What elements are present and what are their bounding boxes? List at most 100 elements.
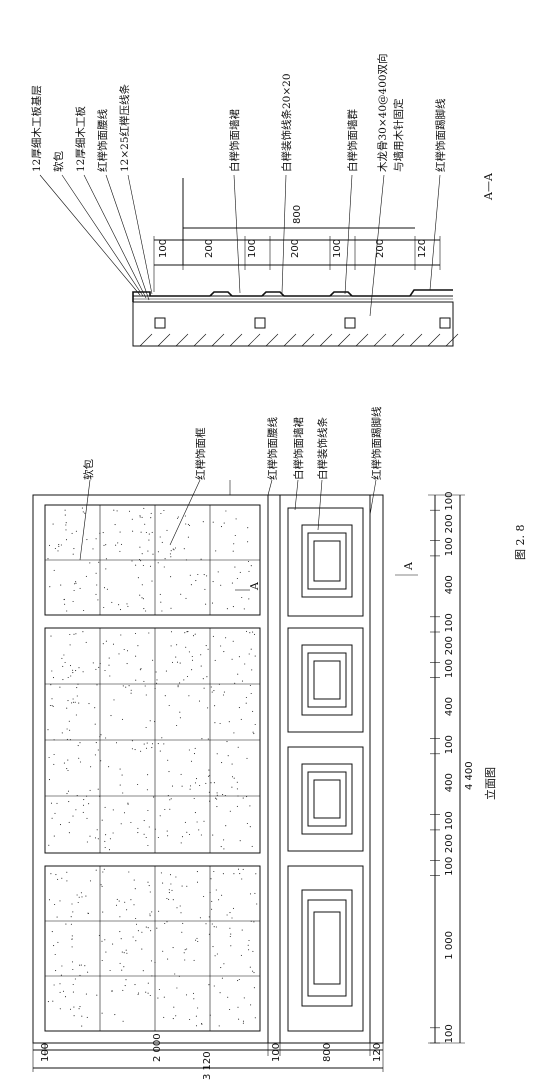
soft-pack-dot [200, 665, 202, 667]
soft-pack-dot [185, 646, 187, 648]
soft-pack-dot [202, 521, 204, 523]
soft-pack-dot [223, 839, 225, 841]
soft-pack-dot [239, 571, 241, 573]
soft-pack-dot [134, 888, 136, 890]
soft-pack-dot [187, 631, 189, 633]
soft-pack-dot [61, 965, 63, 967]
soft-pack-dot [77, 745, 79, 747]
soft-pack-dot [47, 729, 49, 731]
soft-pack-dot [78, 667, 80, 669]
soft-pack-dot [148, 826, 150, 828]
soft-pack-dot [183, 548, 185, 550]
soft-pack-dot [89, 835, 91, 837]
soft-pack-dot [96, 584, 98, 586]
vdim-3: 100 [271, 1043, 282, 1062]
soft-pack-dot [175, 1015, 177, 1017]
soft-pack-dot [92, 548, 94, 550]
hatch-line [391, 333, 405, 347]
soft-pack-dot [135, 655, 137, 657]
soft-pack-dot [87, 971, 89, 973]
soft-pack-dot [50, 635, 52, 637]
soft-pack-dot [172, 899, 174, 901]
soft-pack-dot [133, 879, 135, 881]
soft-pack-dot [76, 894, 78, 896]
soft-pack-dot [153, 796, 155, 798]
soft-pack-dot [96, 829, 98, 831]
hatch-line [139, 333, 153, 347]
soft-pack-dot [76, 687, 78, 689]
soft-pack-dot [104, 806, 106, 808]
soft-pack-dot [250, 1004, 252, 1006]
soft-pack-dot [241, 596, 243, 599]
soft-pack-dot [231, 776, 234, 778]
soft-pack-dot [236, 788, 238, 790]
vdim-5: 120 [372, 1043, 383, 1062]
soft-pack-dot [53, 569, 55, 571]
soft-pack-dot [84, 965, 86, 967]
hatch-line [283, 333, 297, 347]
soft-pack-dot [145, 610, 147, 612]
section-leaders [39, 174, 441, 317]
soft-pack-dot [105, 834, 107, 836]
soft-pack-dot [67, 790, 70, 792]
soft-pack-dot [232, 907, 235, 909]
soft-pack-dot [179, 711, 181, 713]
soft-pack-dot [227, 755, 229, 757]
soft-pack-dot [154, 687, 156, 690]
soft-pack-dot [239, 873, 241, 875]
soft-pack-dot [104, 669, 106, 672]
section-mark-upper: A [248, 581, 261, 591]
soft-pack-dot [215, 550, 217, 552]
soft-pack-panel-1 [44, 504, 261, 616]
soft-pack-dot [253, 987, 255, 989]
soft-pack-dot [226, 608, 228, 610]
soft-pack-dot [170, 576, 172, 578]
soft-pack-dot [143, 507, 145, 509]
soft-pack-dot [53, 763, 55, 765]
soft-pack-dot [167, 958, 169, 960]
soft-pack-dot [193, 998, 195, 1000]
soft-pack-dot [211, 908, 213, 910]
soft-pack-dot [137, 992, 140, 994]
soft-pack-dot [247, 541, 249, 543]
soft-pack-dot [119, 550, 121, 552]
elevation-drawing: A A 软包 红榉饰面框 红榉饰面腰线 白榉饰面墙裙 白榉装饰线条 红榉饰面踢脚… [32, 406, 497, 1080]
soft-pack-dot [140, 750, 142, 752]
soft-pack-dot [79, 587, 81, 589]
soft-pack-dot [100, 884, 102, 886]
soft-pack-dot [103, 544, 105, 546]
soft-pack-dot [134, 749, 136, 751]
soft-pack-dot [248, 949, 250, 951]
soft-pack-dot [190, 584, 192, 586]
soft-pack-dot [214, 955, 216, 957]
soft-pack-dot [94, 707, 96, 709]
sec-label-1: 12厚细木工板基层 [30, 85, 43, 172]
soft-pack-dot [181, 836, 184, 838]
soft-pack-dot [237, 746, 239, 748]
soft-pack-dot [60, 544, 62, 546]
soft-pack-dot [170, 798, 172, 800]
soft-pack-dot [58, 545, 60, 547]
soft-pack-dot [105, 568, 107, 570]
soft-pack-dot [189, 785, 192, 787]
soft-pack-dot [60, 974, 62, 976]
label-frame: 红榉饰面框 [194, 427, 207, 480]
soft-pack-dot [174, 547, 177, 549]
soft-pack-dot [234, 534, 236, 537]
soft-pack-dot [130, 821, 132, 824]
soft-pack-dot [229, 935, 231, 938]
soft-pack-dot [150, 930, 152, 932]
soft-pack-dot [210, 782, 212, 784]
soft-pack-dot [98, 934, 100, 937]
soft-pack-dot [126, 603, 128, 605]
sec-label-9b: 与墙用木针固定 [392, 98, 405, 172]
soft-pack-dot [59, 991, 61, 993]
soft-pack-dot [139, 669, 141, 671]
soft-pack-dot [167, 759, 169, 761]
soft-pack-dot [66, 728, 68, 730]
hdim-label: 200 [444, 834, 455, 853]
soft-pack-dot [139, 516, 141, 518]
soft-pack-dot [59, 900, 61, 902]
soft-pack-dot [186, 631, 188, 633]
soft-pack-dot [145, 531, 147, 534]
